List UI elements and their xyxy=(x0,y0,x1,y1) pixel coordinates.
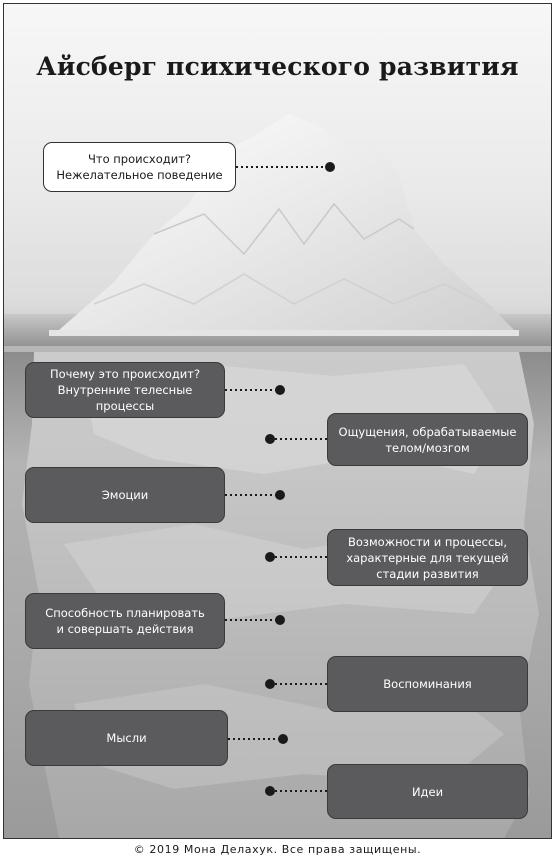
box-developmental-abilities: Возможности и процессы, характерные для … xyxy=(327,529,528,586)
box-ideas-label: Идеи xyxy=(411,784,444,799)
box-what-happens-label: Что происходит? Нежелательное поведение xyxy=(56,152,223,182)
box-emotions-label: Эмоции xyxy=(101,488,149,502)
box-sensations-label: Ощущения, обрабатываемые телом/мозгом xyxy=(338,424,517,455)
diagram-title: Айсберг психического развития xyxy=(36,52,519,81)
box-thoughts-label: Мысли xyxy=(106,731,147,745)
box-why-happens-label: Почему это происходит? Внутренние телесн… xyxy=(49,367,201,413)
box-memories-label: Воспоминания xyxy=(383,677,472,691)
box-sensations: Ощущения, обрабатываемые телом/мозгом xyxy=(327,413,528,466)
box-memories: Воспоминания xyxy=(327,656,528,712)
box-why-happens: Почему это происходит? Внутренние телесн… xyxy=(25,362,225,418)
box-emotions: Эмоции xyxy=(25,467,225,523)
box-planning: Способность планировать и совершать дейс… xyxy=(25,593,225,649)
box-developmental-abilities-label: Возможности и процессы, характерные для … xyxy=(346,534,509,581)
copyright-footer: © 2019 Мона Делахук. Все права защищены. xyxy=(133,843,422,856)
box-what-happens: Что происходит? Нежелательное поведение xyxy=(43,142,236,192)
box-thoughts: Мысли xyxy=(25,710,228,766)
box-ideas: Идеи xyxy=(327,764,528,819)
box-planning-label: Способность планировать и совершать дейс… xyxy=(45,606,205,636)
